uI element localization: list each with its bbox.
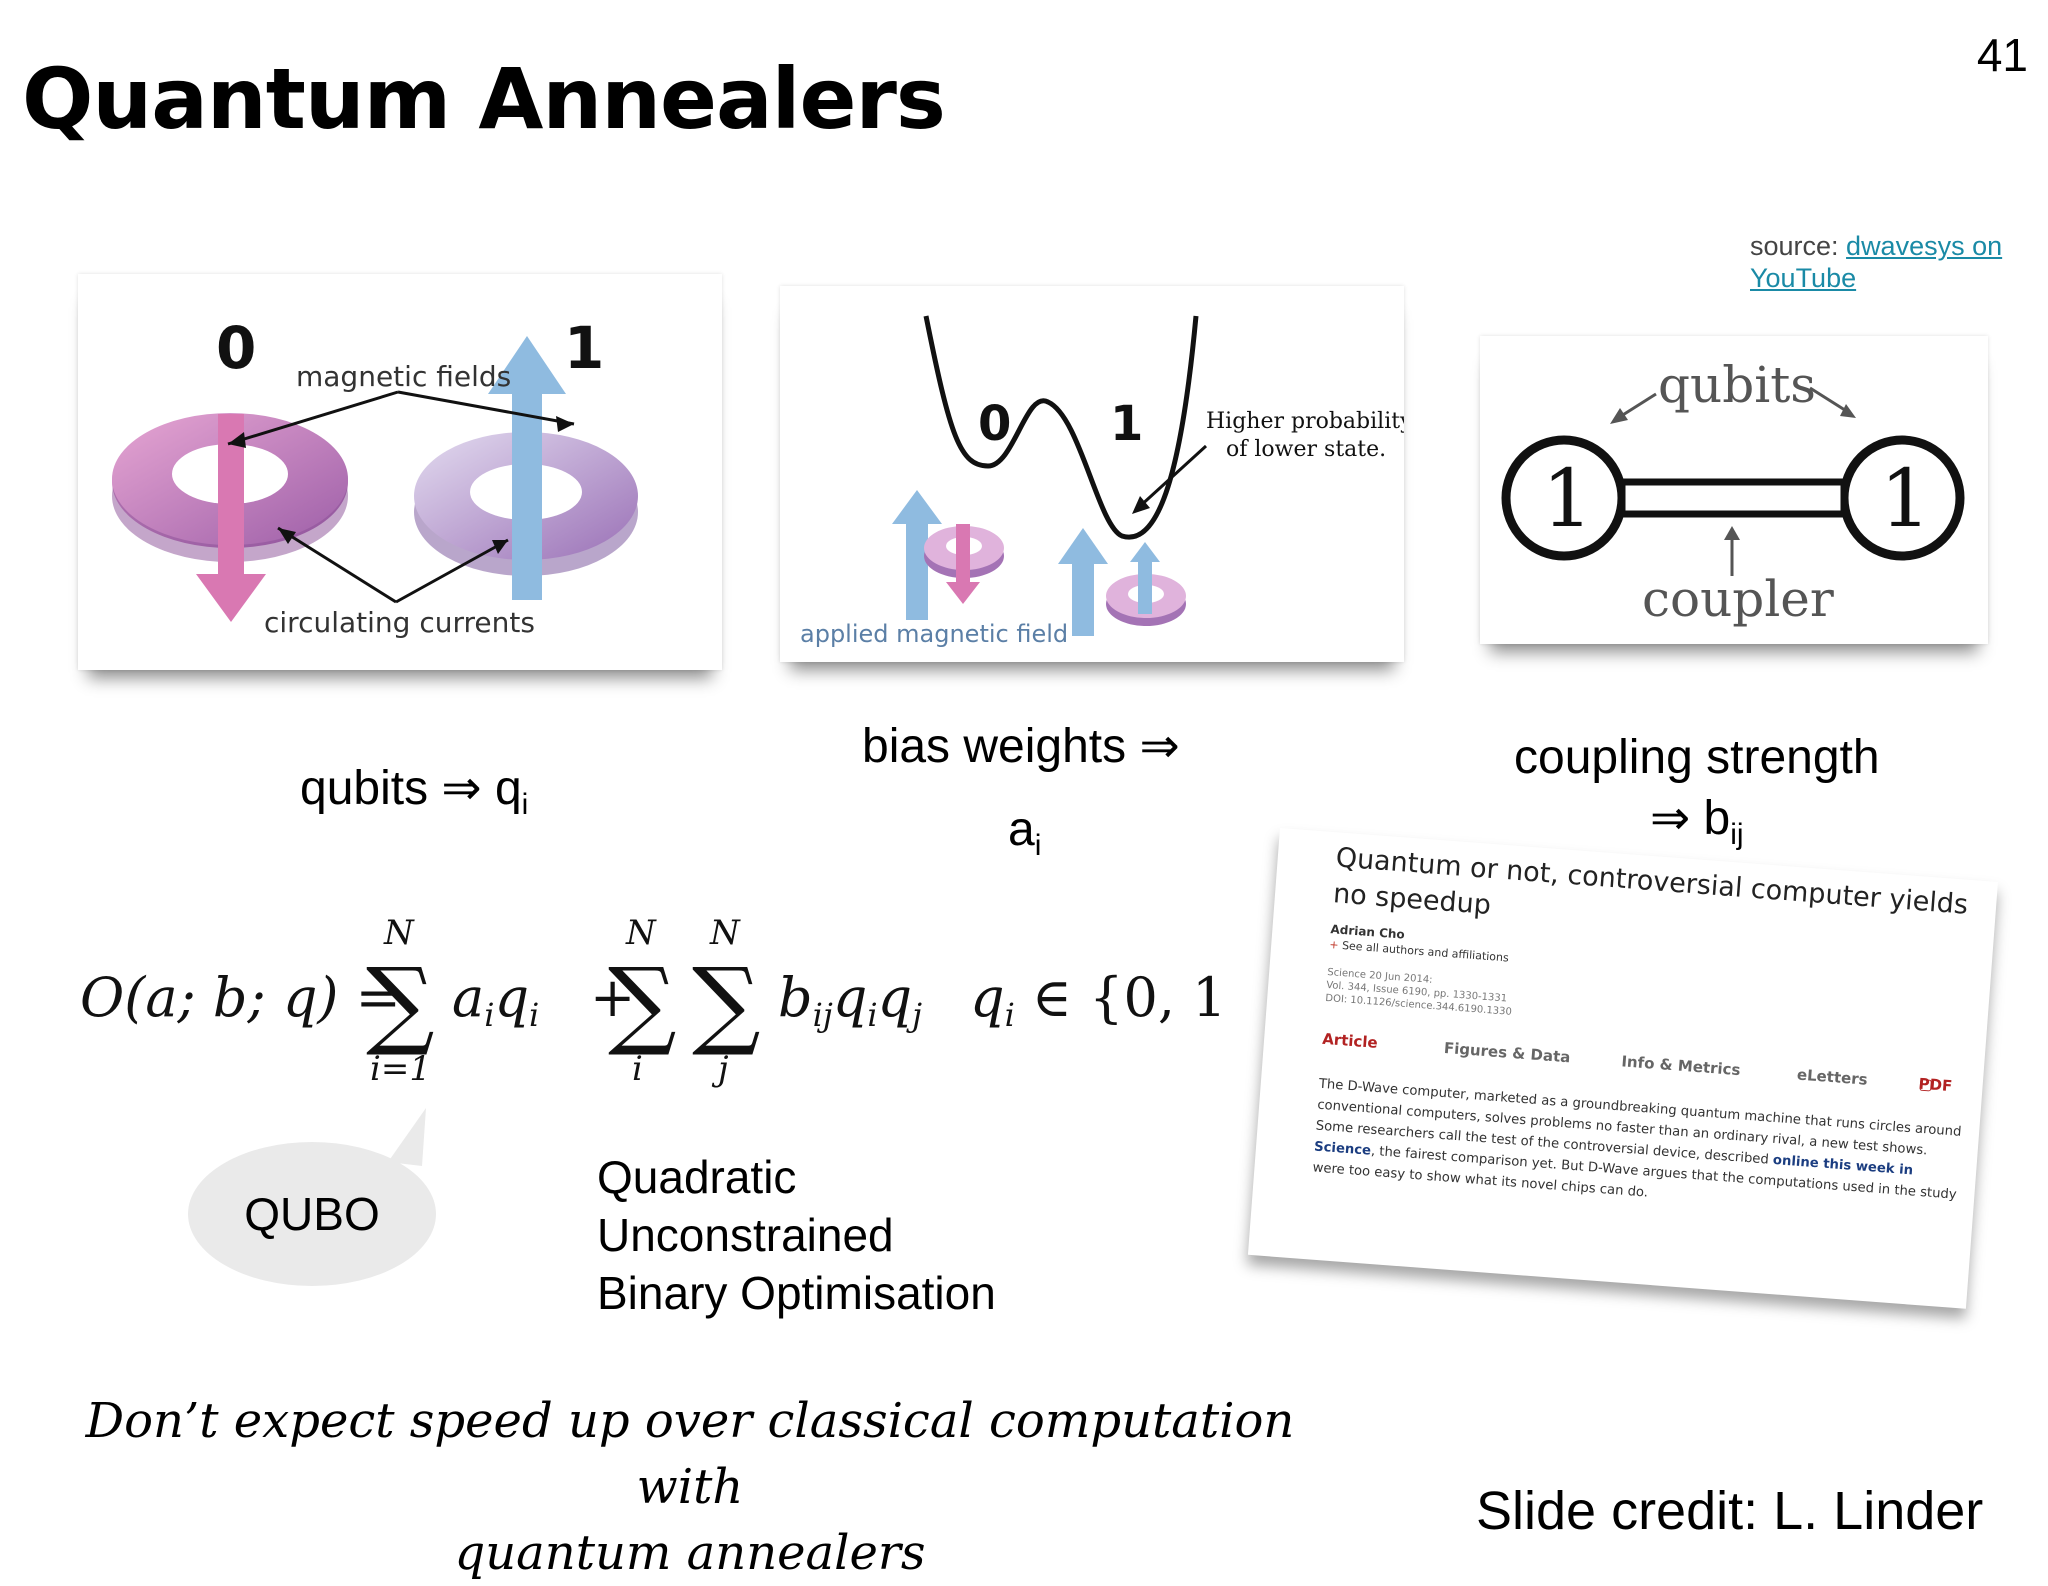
- article-title: Quantum or not, controversial computer y…: [1332, 842, 1970, 921]
- science-article-clipping: Quantum or not, controversial computer y…: [1247, 828, 1998, 1309]
- sum-symbol: ∑: [366, 947, 435, 1059]
- source-prefix: source:: [1750, 231, 1847, 261]
- formula-lhs: O(a; b; q) =: [80, 966, 401, 1029]
- applied-field-label: applied magnetic field: [800, 620, 1068, 648]
- pdf-icon: ▢: [1917, 1074, 1934, 1094]
- svg-text:bijqiqj: bijqiqj: [778, 966, 922, 1034]
- bias-label-zero: 0: [978, 396, 1011, 452]
- bias-diagram-panel: 0 1 Higher probability of lower state. a…: [780, 286, 1413, 662]
- sum-symbol-i: ∑: [608, 947, 677, 1059]
- coupling-caption: coupling strength: [1514, 731, 1880, 784]
- article-tabs: Article Figures & Data Info & Metrics eL…: [1321, 1029, 1961, 1095]
- sum-symbol-j: ∑: [692, 947, 761, 1059]
- up-arrow-icon: [512, 384, 542, 600]
- tab-eletters[interactable]: eLetters: [1796, 1065, 1869, 1089]
- bubble-tail: [388, 1108, 426, 1166]
- source-link-youtube[interactable]: YouTube: [1750, 263, 1857, 293]
- energy-curve: [923, 315, 1199, 540]
- field-arrow-icon: [906, 518, 928, 620]
- qubo-bubble: QUBO: [188, 1142, 436, 1286]
- coupler-diagram: qubits 1 1 coupler: [1501, 356, 1965, 628]
- speedup-warning: Don’t expect speed up over classical com…: [85, 1393, 1295, 1581]
- node-left-label: 1: [1542, 452, 1593, 545]
- qubits-caption: qubits ⇒ qi: [300, 762, 529, 821]
- qubo-formula: O(a; b; q) = N ∑ i=1 aiqi + N ∑ i N ∑ j …: [80, 908, 1261, 1098]
- tab-pdf[interactable]: ▢PDF: [1917, 1074, 1953, 1096]
- coupler-label: coupler: [1642, 570, 1834, 628]
- article-meta: Science 20 Jun 2014: Vol. 344, Issue 619…: [1324, 966, 1513, 1018]
- tab-info[interactable]: Info & Metrics: [1620, 1052, 1742, 1080]
- article-affiliations[interactable]: + See all authors and affiliations: [1328, 938, 1510, 965]
- slide-number: 41: [1976, 29, 2028, 81]
- qubit-diagram-panel: 0 1 magnetic fields circulating currents: [78, 274, 722, 670]
- svg-text:N: N: [709, 913, 741, 953]
- source-note: source: dwavesys on YouTube: [1750, 230, 2002, 294]
- bias-caption: bias weights ⇒: [862, 720, 1180, 773]
- bias-diagram: 0 1 Higher probability of lower state. a…: [800, 315, 1413, 648]
- tab-figures[interactable]: Figures & Data: [1443, 1038, 1571, 1067]
- svg-text:aiqi: aiqi: [452, 966, 539, 1034]
- lower-state-label: of lower state.: [1226, 437, 1386, 462]
- svg-text:i: i: [632, 1049, 643, 1089]
- coupler-bar: [1618, 478, 1848, 518]
- tab-article[interactable]: Article: [1321, 1029, 1379, 1052]
- qubo-definition: Quadratic Unconstrained Binary Optimisat…: [597, 1151, 996, 1319]
- svg-text:N: N: [383, 913, 415, 953]
- slide-title: Quantum Annealers: [22, 50, 946, 148]
- label-one: 1: [564, 314, 604, 382]
- svg-text:N: N: [625, 913, 657, 953]
- circulating-currents-label: circulating currents: [264, 606, 535, 639]
- article-body: The D-Wave computer, marketed as a groun…: [1312, 1076, 1962, 1203]
- source-link[interactable]: dwavesys on: [1846, 231, 2003, 261]
- label-zero: 0: [216, 314, 256, 382]
- slide-credit: Slide credit: L. Linder: [1476, 1481, 1984, 1541]
- qubit-diagram: 0 1 magnetic fields circulating currents: [112, 314, 638, 639]
- svg-text:i=1: i=1: [370, 1049, 431, 1089]
- bias-variable: ai: [1008, 803, 1042, 862]
- svg-text:+: +: [590, 966, 635, 1029]
- node-right-label: 1: [1880, 452, 1931, 545]
- coupler-diagram-panel: qubits 1 1 coupler: [1480, 336, 1988, 644]
- bias-label-one: 1: [1110, 396, 1143, 452]
- magnetic-fields-label: magnetic fields: [296, 360, 511, 393]
- higher-probability-label: Higher probability: [1206, 409, 1404, 434]
- svg-text:qi ∈ {0, 1}: qi ∈ {0, 1}: [970, 966, 1220, 1034]
- qubits-label: qubits: [1658, 356, 1816, 414]
- coupling-variable: ⇒ bij: [1650, 792, 1744, 851]
